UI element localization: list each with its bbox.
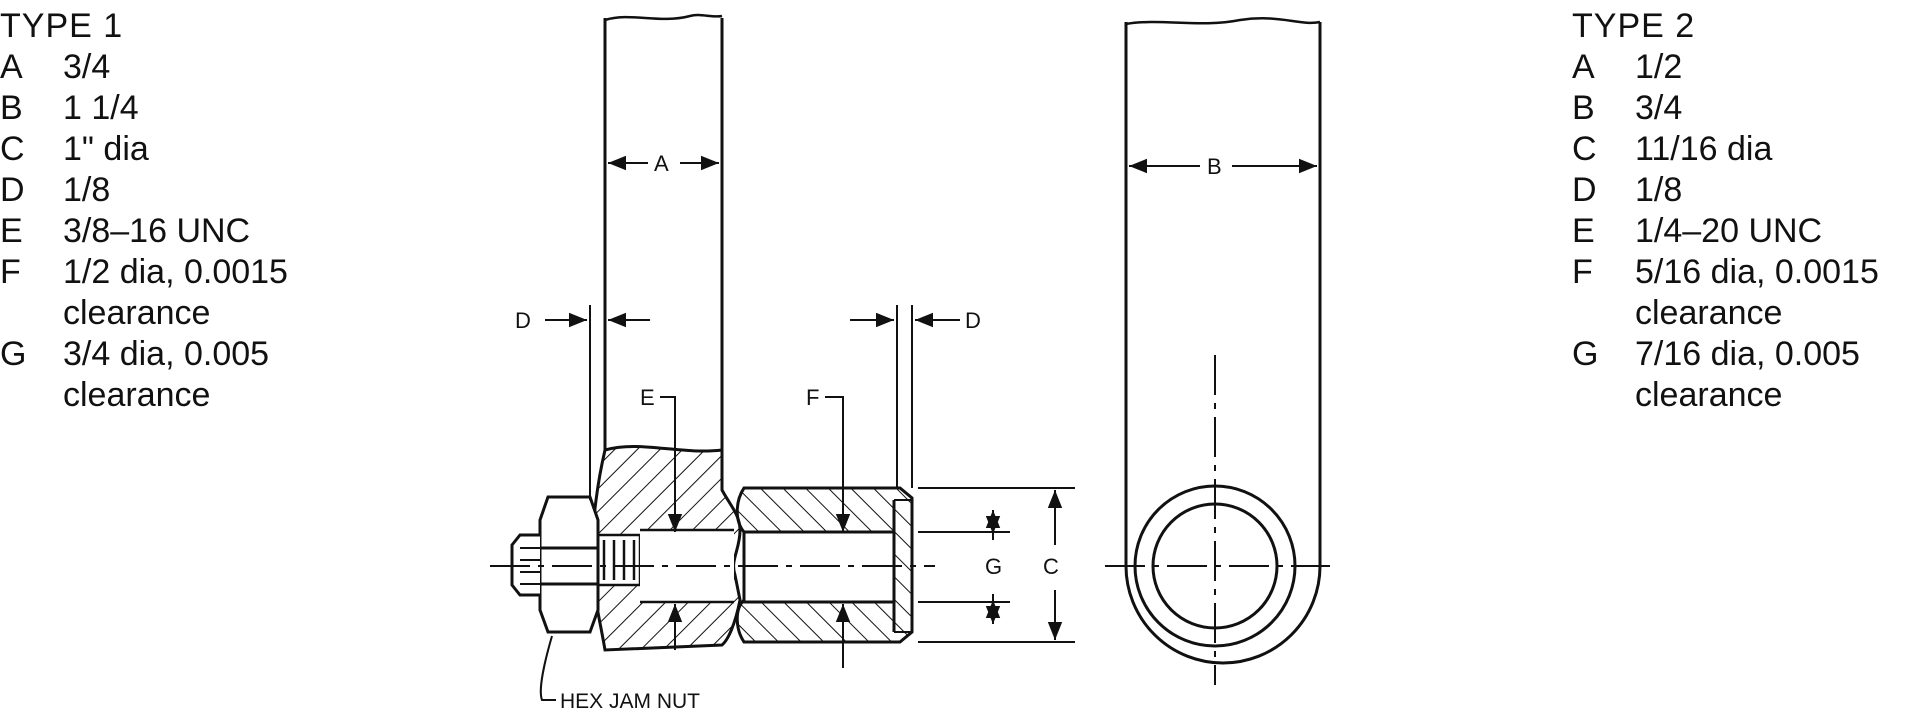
spec-value: 1/2 dia, 0.0015 <box>63 253 288 291</box>
label-D-right: D <box>965 308 981 333</box>
spec-value-continued: clearance <box>63 294 211 332</box>
spec-value: 1/4–20 UNC <box>1635 212 1823 250</box>
spec-value: 5/16 dia, 0.0015 <box>1635 253 1879 291</box>
spec-key: F <box>1572 253 1593 291</box>
spec-key: C <box>1572 130 1597 168</box>
spec-key: D <box>0 171 25 209</box>
spec-key: A <box>0 48 23 86</box>
label-E: E <box>640 385 655 410</box>
label-B: B <box>1207 154 1222 179</box>
spec-key: G <box>1572 335 1599 373</box>
spec-value: 7/16 dia, 0.005 <box>1635 335 1860 373</box>
label-hex-jam-nut: HEX JAM NUT <box>560 690 700 713</box>
spec-key: D <box>1572 171 1597 209</box>
spec-value: 1/8 <box>63 171 111 209</box>
spec-key: A <box>1572 48 1595 86</box>
spec-key: C <box>0 130 25 168</box>
spec-key: E <box>1572 212 1595 250</box>
dim-G <box>918 510 1010 624</box>
hex-jam-nut <box>510 495 600 634</box>
dim-F <box>825 396 851 668</box>
dim-D-right <box>850 305 960 488</box>
spec-key: E <box>0 212 23 250</box>
type1-title: TYPE 1 <box>0 7 124 45</box>
type1-spec-list: TYPE 1 A 3/4 B 1 1/4 C 1" dia D 1/8 E 3/8–16 … <box>0 6 288 416</box>
spec-value-continued: clearance <box>1635 376 1783 414</box>
spec-value: 3/4 <box>63 48 111 86</box>
spec-key: F <box>0 253 21 291</box>
spec-key: G <box>0 335 27 373</box>
right-arm <box>1124 17 1322 665</box>
dim-D-left <box>545 305 650 500</box>
spec-value: 1 1/4 <box>63 89 139 127</box>
spec-key: B <box>1572 89 1595 127</box>
spec-value: 1/2 <box>1635 48 1683 86</box>
spec-value: 1/8 <box>1635 171 1683 209</box>
spec-value: 3/8–16 UNC <box>63 212 251 250</box>
label-F: F <box>806 385 819 410</box>
left-arm <box>603 13 724 488</box>
label-D-left: D <box>515 308 531 333</box>
label-G: G <box>985 554 1002 579</box>
dim-E <box>660 396 683 650</box>
type2-spec-list: TYPE 2 A 1/2 B 3/4 C 11/16 dia D 1/8 E 1/4–20… <box>1572 6 1879 416</box>
spec-value: 1" dia <box>63 130 149 168</box>
spec-value: 3/4 dia, 0.005 <box>63 335 270 373</box>
spec-value: 11/16 dia <box>1635 130 1773 168</box>
spec-value-continued: clearance <box>1635 294 1783 332</box>
spec-value-continued: clearance <box>63 376 211 414</box>
hex-nut-leader <box>539 635 556 701</box>
type2-title: TYPE 2 <box>1572 7 1696 45</box>
label-C: C <box>1043 554 1059 579</box>
spec-value: 3/4 <box>1635 89 1683 127</box>
dim-C <box>918 487 1075 643</box>
label-A: A <box>654 151 669 176</box>
spec-key: B <box>0 89 23 127</box>
